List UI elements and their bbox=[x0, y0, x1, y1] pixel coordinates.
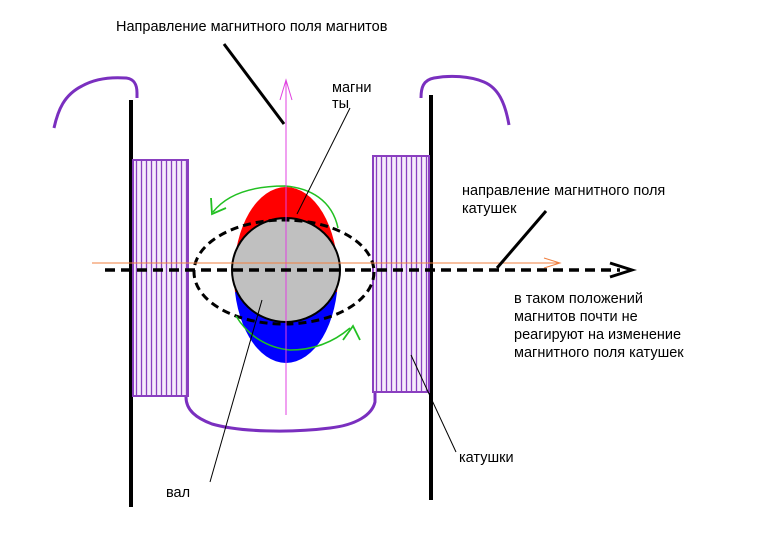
coil-wire-bottom-loop bbox=[184, 392, 377, 433]
label-coils: катушки bbox=[459, 450, 514, 466]
coil-field-dashed-arrowhead bbox=[609, 261, 637, 279]
leader-magnet-field bbox=[222, 43, 286, 125]
label-shaft: вал bbox=[166, 485, 190, 501]
leader-coils bbox=[410, 354, 457, 453]
label-note-line3: реагируют на изменение bbox=[514, 327, 681, 343]
rotation-arrow-top bbox=[212, 185, 339, 229]
leader-coil-field bbox=[495, 210, 548, 269]
right-coil bbox=[372, 155, 430, 393]
label-note-line1: в таком положений bbox=[514, 291, 643, 307]
rotation-arrow-top-head bbox=[210, 197, 227, 216]
label-magnets-line1: магни bbox=[332, 80, 371, 96]
left-coil bbox=[132, 159, 189, 397]
label-note-line2: магнитов почти не bbox=[514, 309, 638, 325]
rotation-arrow-bottom bbox=[235, 315, 351, 351]
label-coil-field-line1: направление магнитного поля bbox=[462, 183, 665, 199]
leader-magnets bbox=[296, 107, 351, 215]
label-note-line4: магнитного поля катушек bbox=[514, 345, 684, 361]
coil-wire-left-top bbox=[52, 76, 139, 129]
coil-wire-right-top bbox=[419, 74, 511, 126]
rotation-arrow-bottom-head bbox=[342, 324, 361, 341]
label-magnet-field-direction: Направление магнитного поля магнитов bbox=[116, 19, 388, 35]
coil-field-axis-arrowhead bbox=[543, 257, 562, 269]
label-magnets-line2: ты bbox=[332, 96, 349, 112]
magnet-field-axis-arrowhead bbox=[279, 78, 293, 101]
rotated-magnet-outline bbox=[192, 218, 376, 326]
leader-shaft bbox=[209, 299, 263, 483]
label-coil-field-line2: катушек bbox=[462, 201, 517, 217]
